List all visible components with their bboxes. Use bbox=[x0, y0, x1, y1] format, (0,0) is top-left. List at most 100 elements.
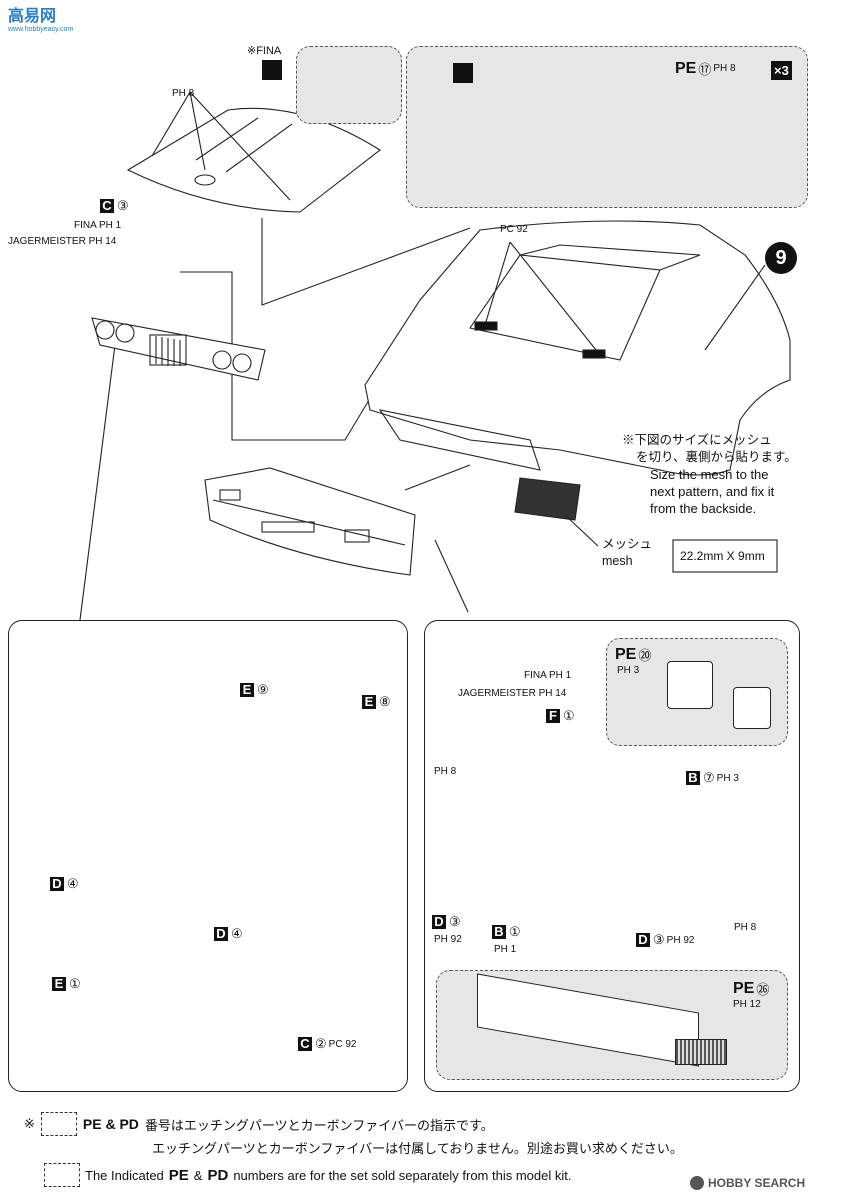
part-number: ④ bbox=[231, 926, 243, 941]
part-number: ③ bbox=[653, 932, 665, 947]
footer-pe-pd: PE & PD bbox=[82, 1116, 139, 1132]
part-number: ⑧ bbox=[379, 694, 391, 709]
left-detail-panel bbox=[8, 620, 408, 1092]
part-number: ③ bbox=[117, 198, 129, 213]
footer-jp-line2: エッチングパーツとカーボンファイバーは付属しておりません。別途お買い求めください… bbox=[152, 1141, 683, 1156]
site-watermark: 高易网 www.hobbyeasy.com bbox=[8, 2, 73, 33]
mesh-label-en: mesh bbox=[602, 554, 633, 568]
mesh-jp-2: を切り、裏側から貼ります。 bbox=[636, 450, 797, 464]
mesh-instruction: ※下図のサイズにメッシュ を切り、裏側から貼ります。 Size the mesh… bbox=[622, 432, 797, 517]
mesh-label: メッシュ mesh bbox=[602, 536, 652, 570]
pe20-inset: PE ⑳ PH 3 bbox=[606, 638, 788, 746]
footer-jp-line1: 番号はエッチングパーツとカーボンファイバーの指示です。 bbox=[144, 1117, 494, 1133]
part-letter: B bbox=[492, 925, 506, 939]
mesh-label-jp: メッシュ bbox=[602, 537, 653, 551]
mesh-size: 22.2mm X 9mm bbox=[680, 549, 765, 563]
quantity-x3: ×3 bbox=[771, 61, 792, 80]
part-letter: D bbox=[636, 933, 650, 947]
e1-label: E ① bbox=[52, 976, 81, 992]
c2-label: C ② PC 92 bbox=[298, 1036, 356, 1052]
footer-dashed-box-1 bbox=[40, 1112, 77, 1136]
part-pc: PC 92 bbox=[328, 1038, 357, 1050]
hood-detail-inset bbox=[296, 46, 402, 124]
pe20-ph: PH 3 bbox=[617, 665, 640, 676]
part-number: ⑨ bbox=[257, 682, 269, 697]
pe26-label: PE ㉖ bbox=[733, 979, 769, 998]
pe-number: ⑰ bbox=[698, 62, 712, 77]
part-number: ② bbox=[315, 1036, 327, 1051]
pe17-decal-icon bbox=[453, 63, 473, 83]
e8-label: E ⑧ bbox=[362, 694, 391, 710]
ph8-right: PH 8 bbox=[734, 922, 757, 933]
part-number: ④ bbox=[67, 876, 79, 891]
hood-part-label: C ③ bbox=[100, 198, 129, 214]
pe-ph: PH 8 bbox=[713, 63, 736, 74]
part-letter: F bbox=[546, 709, 560, 723]
part-letter: D bbox=[214, 927, 228, 941]
pe20-part-b bbox=[733, 687, 771, 729]
d3-right-label: D ③ PH 92 bbox=[636, 932, 694, 948]
e9-label: E ⑨ bbox=[240, 682, 269, 698]
pe20-part-a bbox=[667, 661, 713, 709]
credit-text: HOBBY SEARCH bbox=[708, 1176, 806, 1190]
part-number: ⑦ bbox=[703, 770, 715, 785]
watermark-brand: 高易网 bbox=[8, 8, 57, 25]
part-letter: C bbox=[100, 199, 114, 213]
footer-en-prefix: The Indicated bbox=[85, 1167, 164, 1183]
hood-fina-ph1: FINA PH 1 bbox=[74, 220, 122, 231]
bumper-jager-ph14: JAGERMEISTER PH 14 bbox=[458, 688, 567, 699]
part-letter: E bbox=[240, 683, 254, 697]
pc92-label: PC 92 bbox=[500, 224, 528, 235]
part-letter: D bbox=[432, 915, 446, 929]
fina-note: ※FINA bbox=[247, 45, 282, 57]
part-number: ① bbox=[69, 976, 81, 991]
d3-left-label: D ③ bbox=[432, 914, 461, 930]
pe26-mesh-part bbox=[675, 1039, 727, 1065]
mesh-en-1: Size the mesh to the bbox=[650, 467, 769, 482]
step-number: 9 bbox=[765, 242, 797, 274]
b1-ph: PH 1 bbox=[494, 944, 517, 955]
pe-mark: PE bbox=[733, 979, 755, 997]
pe26-inset: PE ㉖ PH 12 bbox=[436, 970, 788, 1080]
part-letter: E bbox=[362, 695, 376, 709]
b1-label: B ① bbox=[492, 924, 521, 940]
part-number: ③ bbox=[449, 914, 461, 929]
d4-right-label: D ④ bbox=[214, 926, 243, 942]
mesh-en-3: from the backside. bbox=[650, 501, 757, 516]
part-letter: B bbox=[686, 771, 700, 785]
watermark-url: www.hobbyeasy.com bbox=[8, 26, 74, 33]
pe17-inset: PE ⑰ PH 8 ×3 bbox=[406, 46, 808, 208]
part-letter: D bbox=[50, 877, 64, 891]
d3-left-ph: PH 92 bbox=[434, 934, 462, 945]
part-number: ① bbox=[563, 708, 575, 723]
pe17-label: PE ⑰ PH 8 bbox=[675, 59, 736, 78]
mesh-en-2: next pattern, and fix it bbox=[650, 484, 775, 499]
d4-left-label: D ④ bbox=[50, 876, 79, 892]
footer-en-pe: PE bbox=[168, 1166, 189, 1184]
pe-number: ㉖ bbox=[756, 982, 770, 997]
fina-decal-icon bbox=[262, 60, 282, 80]
pe20-label: PE ⑳ bbox=[615, 645, 651, 664]
hobbysearch-credit: HOBBY SEARCH bbox=[690, 1176, 805, 1190]
ph8-left: PH 8 bbox=[434, 766, 457, 777]
footer-en-suffix: numbers are for the set sold separately … bbox=[233, 1167, 572, 1183]
pe-number: ⑳ bbox=[638, 648, 652, 663]
bumper-fina-ph1: FINA PH 1 bbox=[524, 670, 572, 681]
footer-en-amp: & bbox=[193, 1167, 203, 1183]
pe-mark: PE bbox=[615, 645, 637, 663]
pe-mark: PE bbox=[675, 59, 697, 77]
credit-logo-icon bbox=[690, 1176, 704, 1190]
footer-mark: ※ bbox=[24, 1116, 35, 1131]
mesh-jp-1: ※下図のサイズにメッシュ bbox=[622, 433, 772, 447]
hood-jager-ph14: JAGERMEISTER PH 14 bbox=[8, 236, 117, 247]
part-ph: PH 92 bbox=[666, 934, 695, 946]
part-number: ① bbox=[509, 924, 521, 939]
hood-ph8-label: PH 8 bbox=[172, 88, 195, 99]
pe26-ph: PH 12 bbox=[733, 999, 761, 1010]
footer-en-pd: PD bbox=[207, 1166, 229, 1184]
part-letter: C bbox=[298, 1037, 312, 1051]
footer-dashed-box-2 bbox=[44, 1163, 80, 1187]
b7-label: B ⑦ PH 3 bbox=[686, 770, 739, 786]
part-letter: E bbox=[52, 977, 66, 991]
part-ph: PH 3 bbox=[716, 772, 739, 784]
